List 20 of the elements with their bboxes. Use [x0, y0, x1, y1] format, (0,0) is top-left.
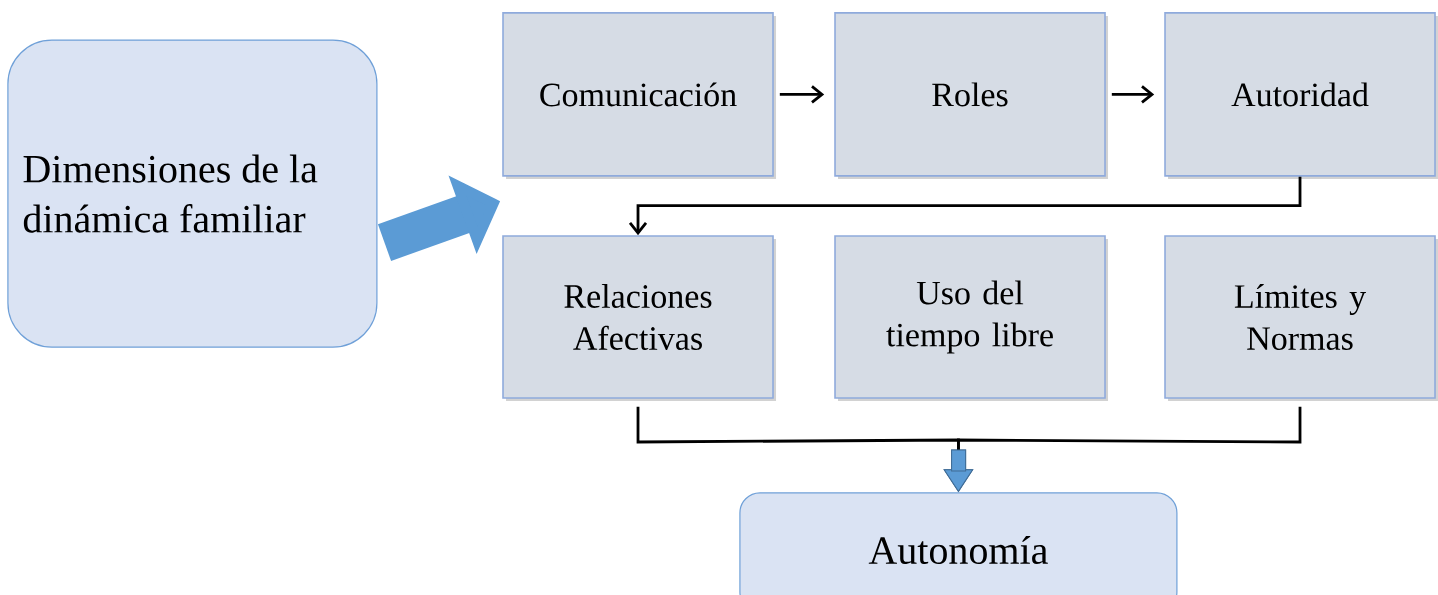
node-text: Comunicación	[540, 82, 737, 107]
process-box	[502, 12, 776, 179]
node-text: Relaciones Afectivas	[564, 284, 712, 350]
node-text: Dimensiones de la dinámica familiar	[23, 154, 318, 233]
node-text: Autoridad	[1231, 82, 1369, 107]
arrow	[779, 85, 825, 104]
node-text: Límites y Normas	[1234, 284, 1366, 350]
node-text: Autonomía	[868, 535, 1048, 565]
rounded-box	[7, 39, 378, 348]
process-box	[834, 12, 1108, 179]
process-box	[502, 235, 776, 401]
node-text: Uso del tiempo libre	[886, 280, 1053, 354]
rounded-box	[739, 492, 1178, 595]
process-box	[1164, 235, 1438, 401]
arrow	[1111, 85, 1155, 104]
arrow	[628, 176, 1302, 236]
process-box	[834, 235, 1108, 401]
process-box	[1164, 12, 1438, 179]
arrow	[943, 406, 1302, 492]
node-text: Roles	[932, 82, 1008, 107]
